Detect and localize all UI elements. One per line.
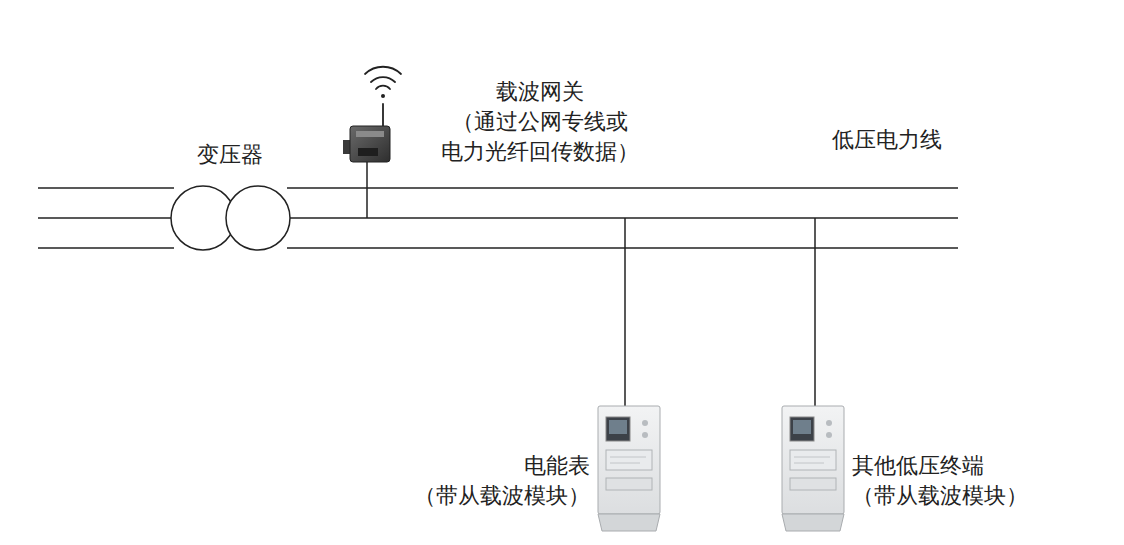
line-label: 低压电力线 [832,125,942,155]
module-note: （带从载波模块） [340,481,590,511]
gateway-device [343,126,390,162]
transformer-symbol [171,186,290,250]
terminal-icon [782,406,844,531]
device-label-group: 其他低压终端（带从载波模块） [852,451,1112,511]
device-label-group: 载波网关（通过公网专线或 电力光纤回传数据） [420,77,660,167]
terminal-title: 其他低压终端 [852,451,1112,481]
gateway-title: 载波网关 [420,77,660,107]
device-label-group: 变压器 [160,140,300,170]
meter-icon [598,406,660,531]
gateway-note: （通过公网专线或 电力光纤回传数据） [440,107,640,167]
device-label-group: 电能表（带从载波模块） [340,451,590,511]
drop-wires [367,160,815,406]
module-note: （带从载波模块） [852,481,1112,511]
wireless-icon [365,67,401,127]
transformer-label: 变压器 [160,140,300,170]
meter-title: 电能表 [340,451,590,481]
